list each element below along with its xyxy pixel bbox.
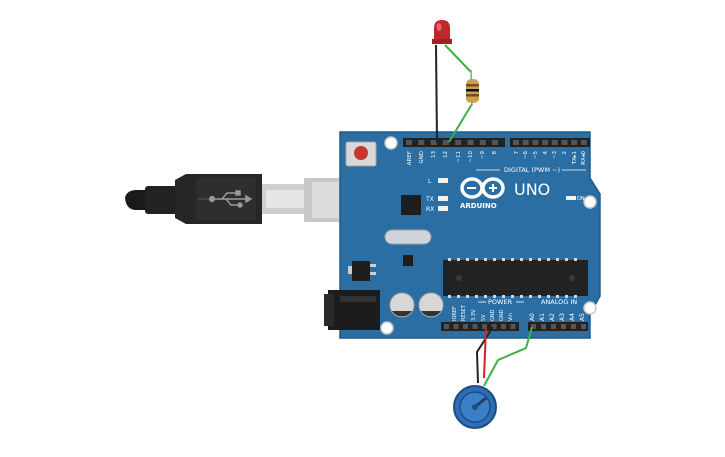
- usb-chip: [401, 195, 421, 215]
- pin-label: 7: [514, 151, 520, 155]
- pin-label: 3.3V: [471, 309, 477, 321]
- mounting-hole: [384, 136, 398, 150]
- wire-led-cathode-gnd[interactable]: [435, 44, 438, 143]
- pin-label: 8: [492, 151, 498, 155]
- usb-cable[interactable]: [125, 174, 376, 224]
- crystal-oscillator: [384, 229, 432, 245]
- pin-label: 12: [443, 151, 449, 158]
- arduino-board[interactable]: AREF GND 13 12 ~11 ~10 ~9 8 7 ~6 ~5 4 ~3…: [324, 131, 601, 339]
- led-rx-label: RX: [426, 206, 434, 213]
- mounting-hole: [583, 301, 597, 315]
- digital-header[interactable]: [403, 138, 590, 147]
- power-header-label: POWER: [488, 298, 513, 306]
- pin-label: ~6: [523, 151, 529, 160]
- pin-label: 2: [562, 151, 568, 155]
- on-label: ON: [577, 196, 585, 202]
- resistor[interactable]: [466, 69, 479, 107]
- pin-label: A4: [569, 313, 576, 321]
- wire-led-anode-resistor[interactable]: [444, 44, 472, 73]
- pin-label: ~5: [533, 151, 539, 160]
- brand-label: ARDUINO: [460, 202, 497, 210]
- pin-label: GND: [419, 151, 425, 164]
- mounting-hole: [583, 195, 597, 209]
- pin-label: Vin: [508, 313, 514, 321]
- pin-label: RX◂0: [581, 151, 587, 165]
- arduino-logo-icon: [460, 177, 505, 199]
- pin-label: A1: [539, 313, 546, 321]
- pin-label: ~9: [480, 151, 486, 160]
- led-tx: [438, 196, 448, 201]
- analog-header-label: ANALOG IN: [541, 298, 577, 306]
- pin-label: A0: [529, 313, 536, 321]
- pin-label: 4: [543, 151, 549, 155]
- reset-button[interactable]: [345, 141, 377, 167]
- pin-label: A2: [549, 313, 556, 321]
- pin-label: A5: [579, 313, 586, 321]
- uno-label: UNO: [514, 180, 550, 199]
- wire-resistor-pin13[interactable]: [448, 103, 473, 143]
- digital-header-label: DIGITAL (PWM ~): [504, 166, 560, 174]
- dc-power-jack[interactable]: [324, 290, 380, 330]
- mounting-hole: [380, 321, 394, 335]
- pin-label: TX▸1: [572, 151, 578, 165]
- wire-pot-gnd[interactable]: [475, 326, 494, 384]
- pin-label: AREF: [407, 151, 413, 165]
- led-rx: [438, 206, 448, 211]
- pin-label: A3: [559, 313, 566, 321]
- led-on: [566, 196, 576, 200]
- capacitor: [389, 292, 415, 318]
- pin-label: RESET: [461, 304, 467, 321]
- led-tx-label: TX: [425, 196, 434, 203]
- potentiometer[interactable]: [453, 385, 497, 429]
- pin-label: 13: [431, 151, 437, 158]
- microcontroller-chip: [443, 258, 588, 298]
- smd-component: [403, 255, 413, 266]
- analog-header[interactable]: [528, 322, 588, 331]
- led-l-label: L: [428, 178, 432, 185]
- usb-symbol-icon: [208, 190, 253, 208]
- red-led[interactable]: [432, 20, 452, 44]
- pin-label: ~3: [552, 151, 558, 160]
- power-header[interactable]: [441, 322, 519, 331]
- capacitor: [418, 292, 444, 318]
- digital-pin-labels: AREF GND 13 12 ~11 ~10 ~9 8 7 ~6 ~5 4 ~3…: [407, 151, 587, 166]
- voltage-regulator: [348, 261, 376, 281]
- led-l: [438, 178, 448, 183]
- pin-label: GND: [499, 309, 505, 321]
- wire-pot-a0[interactable]: [483, 326, 533, 387]
- pin-label: IOREF: [452, 306, 458, 321]
- pin-label: ~10: [468, 151, 474, 163]
- wire-pot-5v[interactable]: [483, 326, 487, 379]
- pin-label: ~11: [456, 151, 462, 163]
- pin-label: 5V: [481, 314, 487, 321]
- pin-label: GND: [490, 309, 496, 321]
